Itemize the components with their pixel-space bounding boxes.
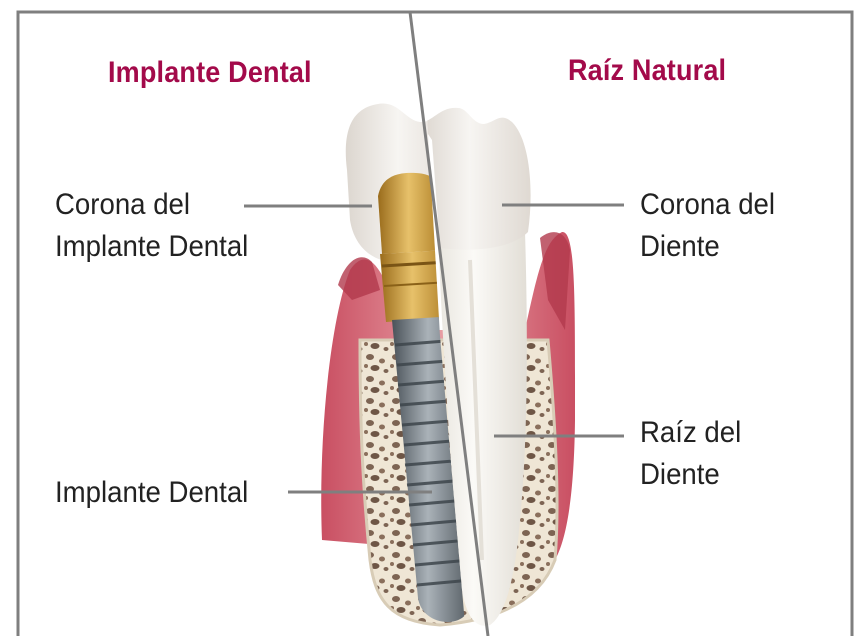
implant-crown-label-line2: Implante Dental [55, 232, 248, 262]
tooth-root-label-line1: Raíz del [640, 418, 741, 448]
implant-label: Implante Dental [55, 478, 248, 508]
natural-panel-title: Raíz Natural [568, 56, 726, 86]
tooth-crown-label-line2: Diente [640, 232, 720, 262]
tooth-root-label-line2: Diente [640, 460, 720, 490]
implant-panel-title: Implante Dental [108, 58, 312, 88]
implant-crown-label-line1: Corona del [55, 190, 190, 220]
tooth-crown-label-line1: Corona del [640, 190, 775, 220]
